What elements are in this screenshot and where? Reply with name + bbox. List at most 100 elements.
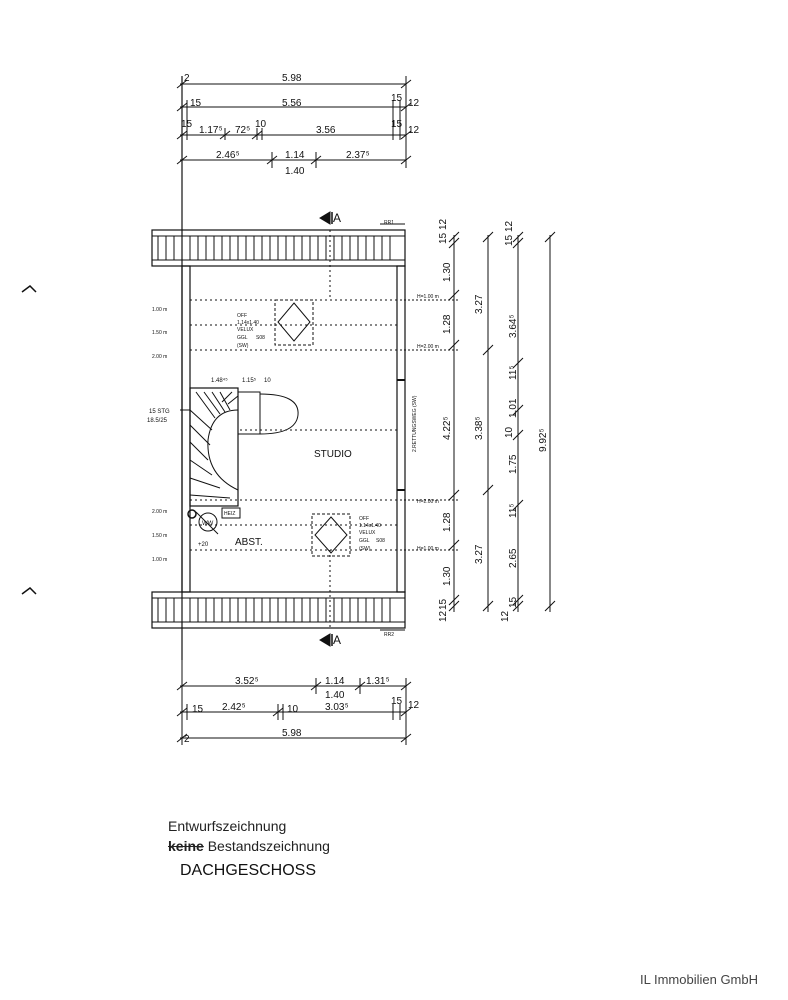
svg-text:1.28: 1.28 bbox=[442, 314, 453, 334]
section-marker-top bbox=[319, 211, 405, 225]
svg-text:1.14x1.40: 1.14x1.40 bbox=[237, 320, 259, 326]
svg-text:9.92⁵: 9.92⁵ bbox=[538, 428, 549, 452]
svg-text:3.64⁵: 3.64⁵ bbox=[508, 314, 519, 338]
svg-text:2.46⁵: 2.46⁵ bbox=[216, 150, 240, 161]
rr2-label: RR2 bbox=[384, 632, 394, 638]
section-marker-bottom bbox=[319, 629, 405, 647]
svg-text:3.56: 3.56 bbox=[316, 125, 336, 136]
svg-text:1.01: 1.01 bbox=[508, 398, 519, 418]
caption-draft: Entwurfszeichnung bbox=[168, 818, 287, 834]
svg-text:12: 12 bbox=[438, 610, 449, 622]
velux-window-bottom bbox=[311, 513, 351, 557]
svg-text:15: 15 bbox=[181, 119, 193, 130]
svg-text:1.17⁵: 1.17⁵ bbox=[199, 125, 223, 136]
svg-text:1.40: 1.40 bbox=[285, 166, 305, 177]
svg-text:1.14: 1.14 bbox=[285, 150, 305, 161]
svg-text:H=1.00 m: H=1.00 m bbox=[417, 294, 439, 300]
svg-text:15: 15 bbox=[438, 598, 449, 610]
svg-text:(SW): (SW) bbox=[359, 546, 371, 552]
rr1-label: RR1 bbox=[384, 220, 394, 226]
svg-text:5.98: 5.98 bbox=[282, 73, 302, 84]
svg-text:10: 10 bbox=[255, 119, 267, 130]
roof-bottom-edge bbox=[151, 591, 406, 629]
svg-text:1.00 m: 1.00 m bbox=[152, 557, 167, 563]
heiz-label: HEIZ bbox=[224, 511, 235, 517]
top-dimension-lines bbox=[176, 76, 412, 660]
svg-text:12: 12 bbox=[408, 125, 420, 136]
svg-text:15: 15 bbox=[391, 119, 403, 130]
stairwell bbox=[189, 387, 299, 519]
caption-rest: Bestandszeichnung bbox=[203, 838, 330, 854]
svg-text:1.30: 1.30 bbox=[442, 566, 453, 586]
scan-mark-top bbox=[21, 285, 37, 293]
svg-text:10: 10 bbox=[264, 378, 271, 384]
top-dimension-labels: 2 5.98 15 5.56 15 12 15 1.17⁵ 72⁵ 10 3.5… bbox=[181, 73, 420, 177]
svg-text:S08: S08 bbox=[256, 335, 265, 341]
svg-text:(SW): (SW) bbox=[237, 343, 249, 349]
caption-not-inventory: keine Bestandszeichnung bbox=[168, 838, 330, 854]
svg-text:1.15⁵: 1.15⁵ bbox=[242, 377, 257, 384]
svg-text:1.30: 1.30 bbox=[442, 262, 453, 282]
brand-watermark: IL Immobilien GmbH bbox=[640, 972, 758, 987]
height-mark-labels: H=1.00 m H=2.00 m H=2.00 m H=1.00 m 1.00… bbox=[152, 294, 439, 563]
svg-text:3.38⁵: 3.38⁵ bbox=[474, 416, 485, 440]
svg-text:1.75: 1.75 bbox=[508, 454, 519, 474]
roof-top-edge bbox=[151, 229, 406, 267]
svg-text:1.50 m: 1.50 m bbox=[152, 533, 167, 539]
svg-text:1.14x1.40: 1.14x1.40 bbox=[359, 523, 381, 529]
svg-text:10: 10 bbox=[504, 426, 515, 438]
svg-text:1.40: 1.40 bbox=[325, 690, 345, 701]
svg-text:OFF: OFF bbox=[237, 313, 247, 319]
svg-text:1.48⁴⁵: 1.48⁴⁵ bbox=[211, 377, 228, 384]
svg-text:2.42⁵: 2.42⁵ bbox=[222, 702, 246, 713]
svg-text:15 STG: 15 STG bbox=[149, 409, 170, 415]
svg-text:11⁵: 11⁵ bbox=[508, 503, 519, 518]
room-studio-label: STUDIO bbox=[314, 449, 352, 460]
svg-text:3.27: 3.27 bbox=[474, 544, 485, 564]
svg-text:12: 12 bbox=[408, 98, 420, 109]
svg-text:3.52⁵: 3.52⁵ bbox=[235, 676, 259, 687]
right-dimension-lines bbox=[400, 231, 556, 612]
svg-text:15: 15 bbox=[391, 93, 403, 104]
velux-window-top bbox=[274, 299, 314, 346]
section-label-bottom: A bbox=[333, 633, 341, 647]
plus-20-label: +20 bbox=[198, 542, 209, 548]
bottom-dimension-labels: 3.52⁵ 1.14 1.31⁵ 1.40 15 2.42⁵ 10 3.03⁵ … bbox=[184, 676, 420, 745]
svg-text:15: 15 bbox=[192, 704, 204, 715]
svg-text:10: 10 bbox=[287, 704, 299, 715]
right-dimension-labels: 15 12 1.30 1.28 4.22⁵ 1.28 1.30 12 15 3.… bbox=[438, 218, 549, 622]
svg-text:GGL: GGL bbox=[359, 538, 370, 544]
svg-text:15: 15 bbox=[438, 232, 449, 244]
svg-text:12: 12 bbox=[504, 220, 515, 232]
svg-text:2.00 m: 2.00 m bbox=[152, 509, 167, 515]
bottom-dimension-lines bbox=[176, 660, 412, 745]
stair-labels: 15 STG 18.5/25 1.48⁴⁵ 1.15⁵ 10 bbox=[147, 377, 271, 424]
svg-text:15: 15 bbox=[504, 234, 515, 246]
floor-title: DACHGESCHOSS bbox=[180, 862, 317, 879]
svg-text:72⁵: 72⁵ bbox=[235, 125, 250, 136]
svg-text:2: 2 bbox=[184, 73, 190, 84]
svg-text:VELUX: VELUX bbox=[237, 327, 254, 333]
svg-text:OFF: OFF bbox=[359, 516, 369, 522]
svg-text:1.31⁵: 1.31⁵ bbox=[366, 676, 390, 687]
svg-text:GGL: GGL bbox=[237, 335, 248, 341]
svg-text:15: 15 bbox=[508, 596, 519, 608]
outer-walls bbox=[181, 265, 406, 593]
window-label-top: OFF 1.14x1.40 VELUX GGL S08 (SW) bbox=[237, 313, 265, 349]
height-lines bbox=[190, 230, 397, 628]
svg-text:12: 12 bbox=[500, 610, 511, 622]
svg-text:4.22⁵: 4.22⁵ bbox=[442, 416, 453, 440]
svg-text:2: 2 bbox=[184, 734, 190, 745]
window-label-bottom: OFF 1.14x1.40 VELUX GGL S08 (SW) bbox=[359, 516, 385, 552]
svg-text:12: 12 bbox=[438, 218, 449, 230]
svg-text:15: 15 bbox=[391, 696, 403, 707]
svg-text:1.50 m: 1.50 m bbox=[152, 330, 167, 336]
boiler-symbol bbox=[187, 509, 219, 535]
svg-text:2.65: 2.65 bbox=[508, 548, 519, 568]
svg-text:H=2.00 m: H=2.00 m bbox=[417, 344, 439, 350]
svg-text:H=1.00 m: H=1.00 m bbox=[417, 546, 439, 552]
svg-text:15: 15 bbox=[190, 98, 202, 109]
svg-text:3.03⁵: 3.03⁵ bbox=[325, 702, 349, 713]
svg-text:1.14: 1.14 bbox=[325, 676, 345, 687]
